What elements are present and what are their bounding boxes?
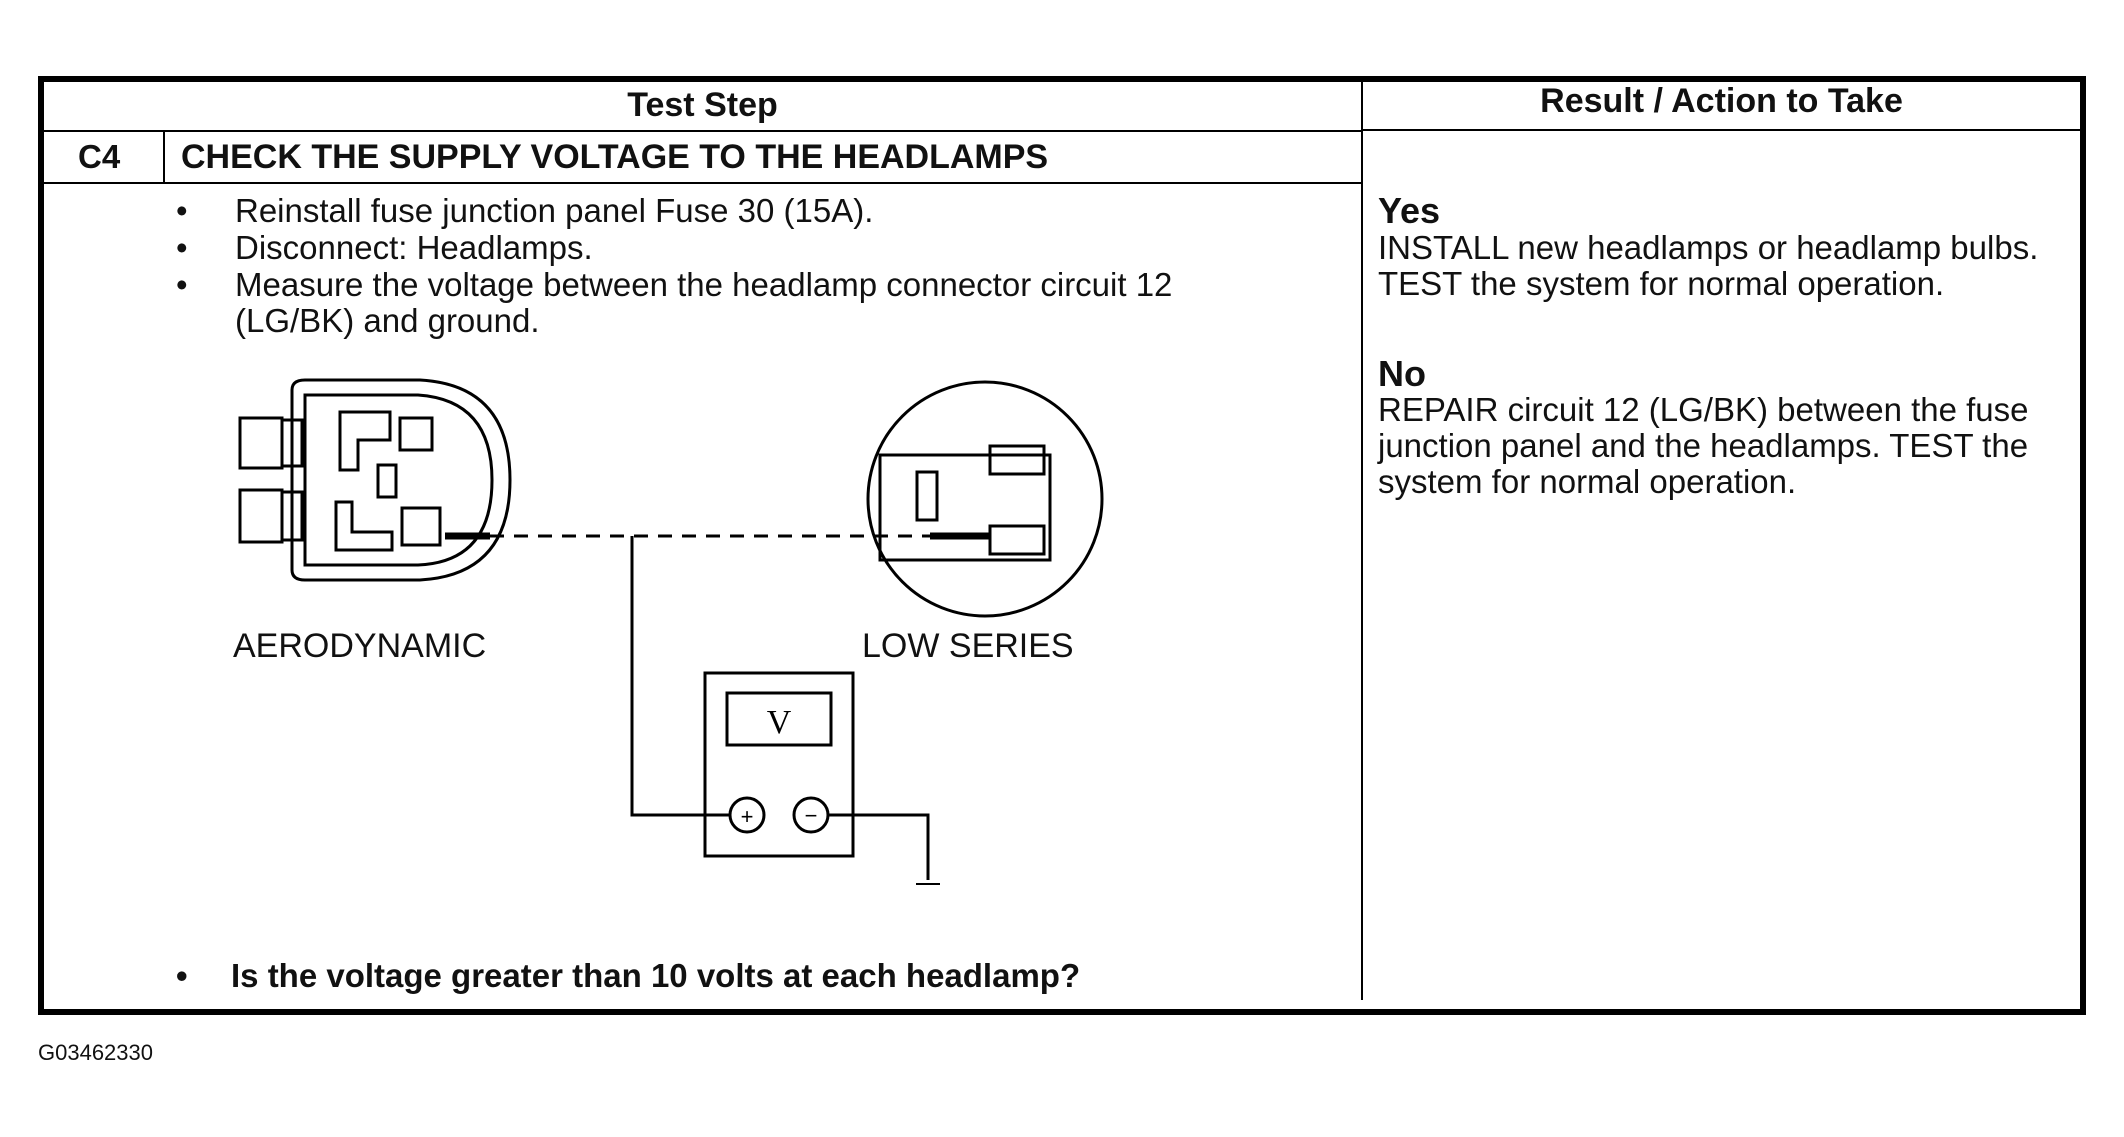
terminal-slot [398,416,434,452]
low-series-connector [866,380,1104,618]
step-id-divider [163,131,165,183]
voltmeter-positive-terminal [728,796,766,834]
column-divider [1361,82,1363,1000]
connector-latch [238,416,284,470]
negative-symbol: − [805,803,818,828]
bullet-dot: • [176,957,188,994]
step-title: CHECK THE SUPPLY VOLTAGE TO THE HEADLAMP… [181,138,1049,176]
connector-latch [238,488,284,544]
terminal-slot [334,500,394,552]
connector-latch [280,490,304,542]
aerodynamic-label: AERODYNAMIC [233,627,487,665]
test-lead-ground [828,813,930,880]
bullet-dot: • [176,192,188,229]
voltmeter-display [725,691,833,747]
result-no-action: REPAIR circuit 12 (LG/BK) between the fu… [1378,391,2029,500]
procedure-table [38,76,2086,1015]
aerodynamic-connector-shell [290,378,512,582]
header-result-action: Result / Action to Take [1540,82,1903,120]
question-text: Is the voltage greater than 10 volts at … [231,957,1081,994]
result-yes-action: INSTALL new headlamps or headlamp bulbs.… [1378,229,2039,302]
low-series-housing [878,453,1052,562]
instruction-text: Disconnect: Headlamps. [235,229,593,266]
voltmeter-symbol: V [767,704,792,741]
positive-symbol: + [741,804,754,829]
instruction-text: Reinstall fuse junction panel Fuse 30 (1… [235,192,874,229]
step-row-divider [44,182,1361,184]
result-yes-label: Yes [1378,190,1441,231]
result-no-label: No [1378,353,1426,394]
terminal-slot [915,470,939,522]
header-divider-left [44,130,1361,132]
low-series-label: LOW SERIES [862,627,1074,665]
test-lead-positive [630,536,730,817]
terminal-slot [376,463,398,499]
instruction-text: Measure the voltage between the headlamp… [235,266,1173,339]
header-test-step: Test Step [627,86,778,124]
voltmeter-body [703,671,855,858]
step-id: C4 [78,138,121,175]
aerodynamic-connector-inner [303,393,494,567]
figure-id: G03462330 [38,1040,153,1065]
bullet-dot: • [176,266,188,303]
terminal-slot [988,444,1046,476]
connector-latch [280,418,304,468]
terminal-slot [400,506,442,547]
terminal-slot [338,410,392,472]
bullet-dot: • [176,229,188,266]
header-divider-right [1361,129,2080,131]
terminal-slot [988,524,1046,556]
